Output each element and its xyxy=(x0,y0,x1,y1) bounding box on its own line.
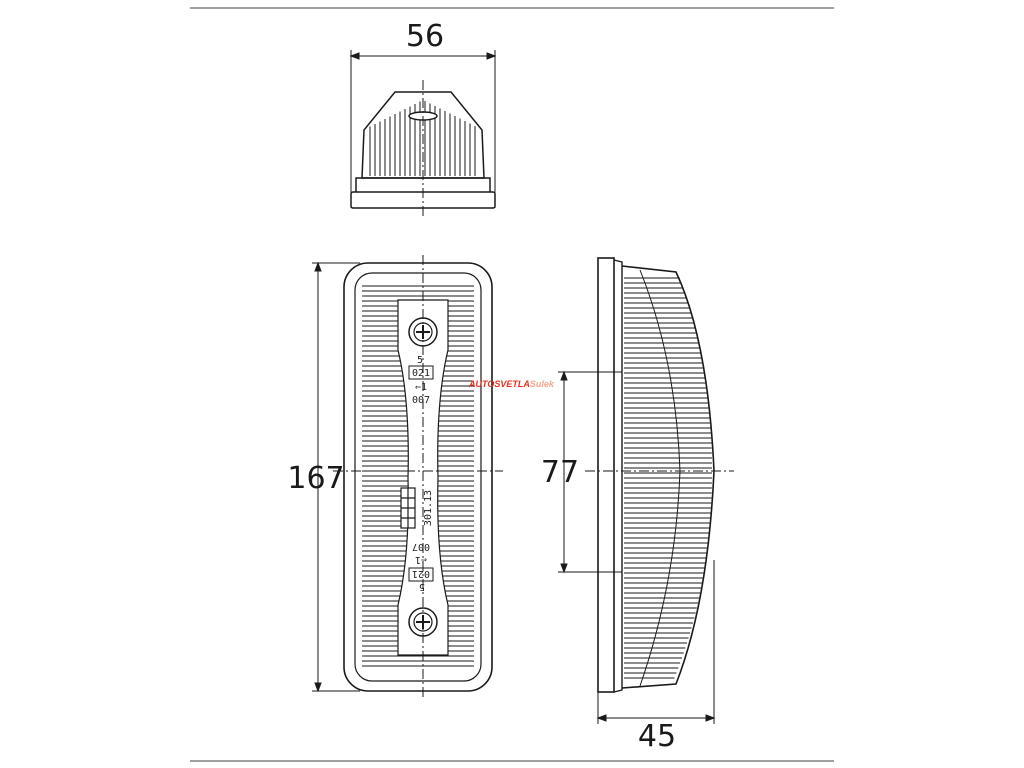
watermark-part1: AUTOSVETLA xyxy=(468,379,530,389)
dim-167 xyxy=(312,261,360,693)
dim-77 xyxy=(558,370,622,574)
upper-digit: 5 xyxy=(417,355,423,366)
upper-arrow: ⇐1 xyxy=(415,382,427,393)
dim-56 xyxy=(349,50,497,208)
dim-45 xyxy=(596,560,716,724)
center-number: 301.13 xyxy=(423,490,434,526)
upper-code: 021 xyxy=(412,368,430,379)
front-view-inner xyxy=(354,272,482,682)
side-view-ribs xyxy=(624,277,712,679)
manufacturer-logo-icon xyxy=(400,487,416,529)
upper-code-box xyxy=(408,365,434,380)
upper-number: 007 xyxy=(412,395,430,406)
top-view xyxy=(350,91,496,209)
side-view-base xyxy=(597,257,615,693)
watermark-part2: Sulek xyxy=(530,379,555,389)
watermark: AUTOSVETLASulek xyxy=(468,379,555,389)
dim-height-label: 167 xyxy=(287,461,344,496)
lower-number: 007 xyxy=(412,541,430,552)
lower-digit: 5 xyxy=(419,581,425,592)
lower-code-box xyxy=(408,567,434,582)
top-view-lens xyxy=(361,91,485,179)
side-view xyxy=(597,257,715,693)
dim-top-width-label: 56 xyxy=(406,19,444,54)
side-view-flange xyxy=(613,259,623,693)
lower-arrow: ⇐1 xyxy=(415,554,427,565)
dim-depth-label: 45 xyxy=(638,719,676,754)
side-view-lens xyxy=(621,265,715,689)
dim-mount-spacing-label: 77 xyxy=(541,455,579,490)
front-view-outer xyxy=(343,262,493,692)
lower-code: 021 xyxy=(412,568,430,579)
